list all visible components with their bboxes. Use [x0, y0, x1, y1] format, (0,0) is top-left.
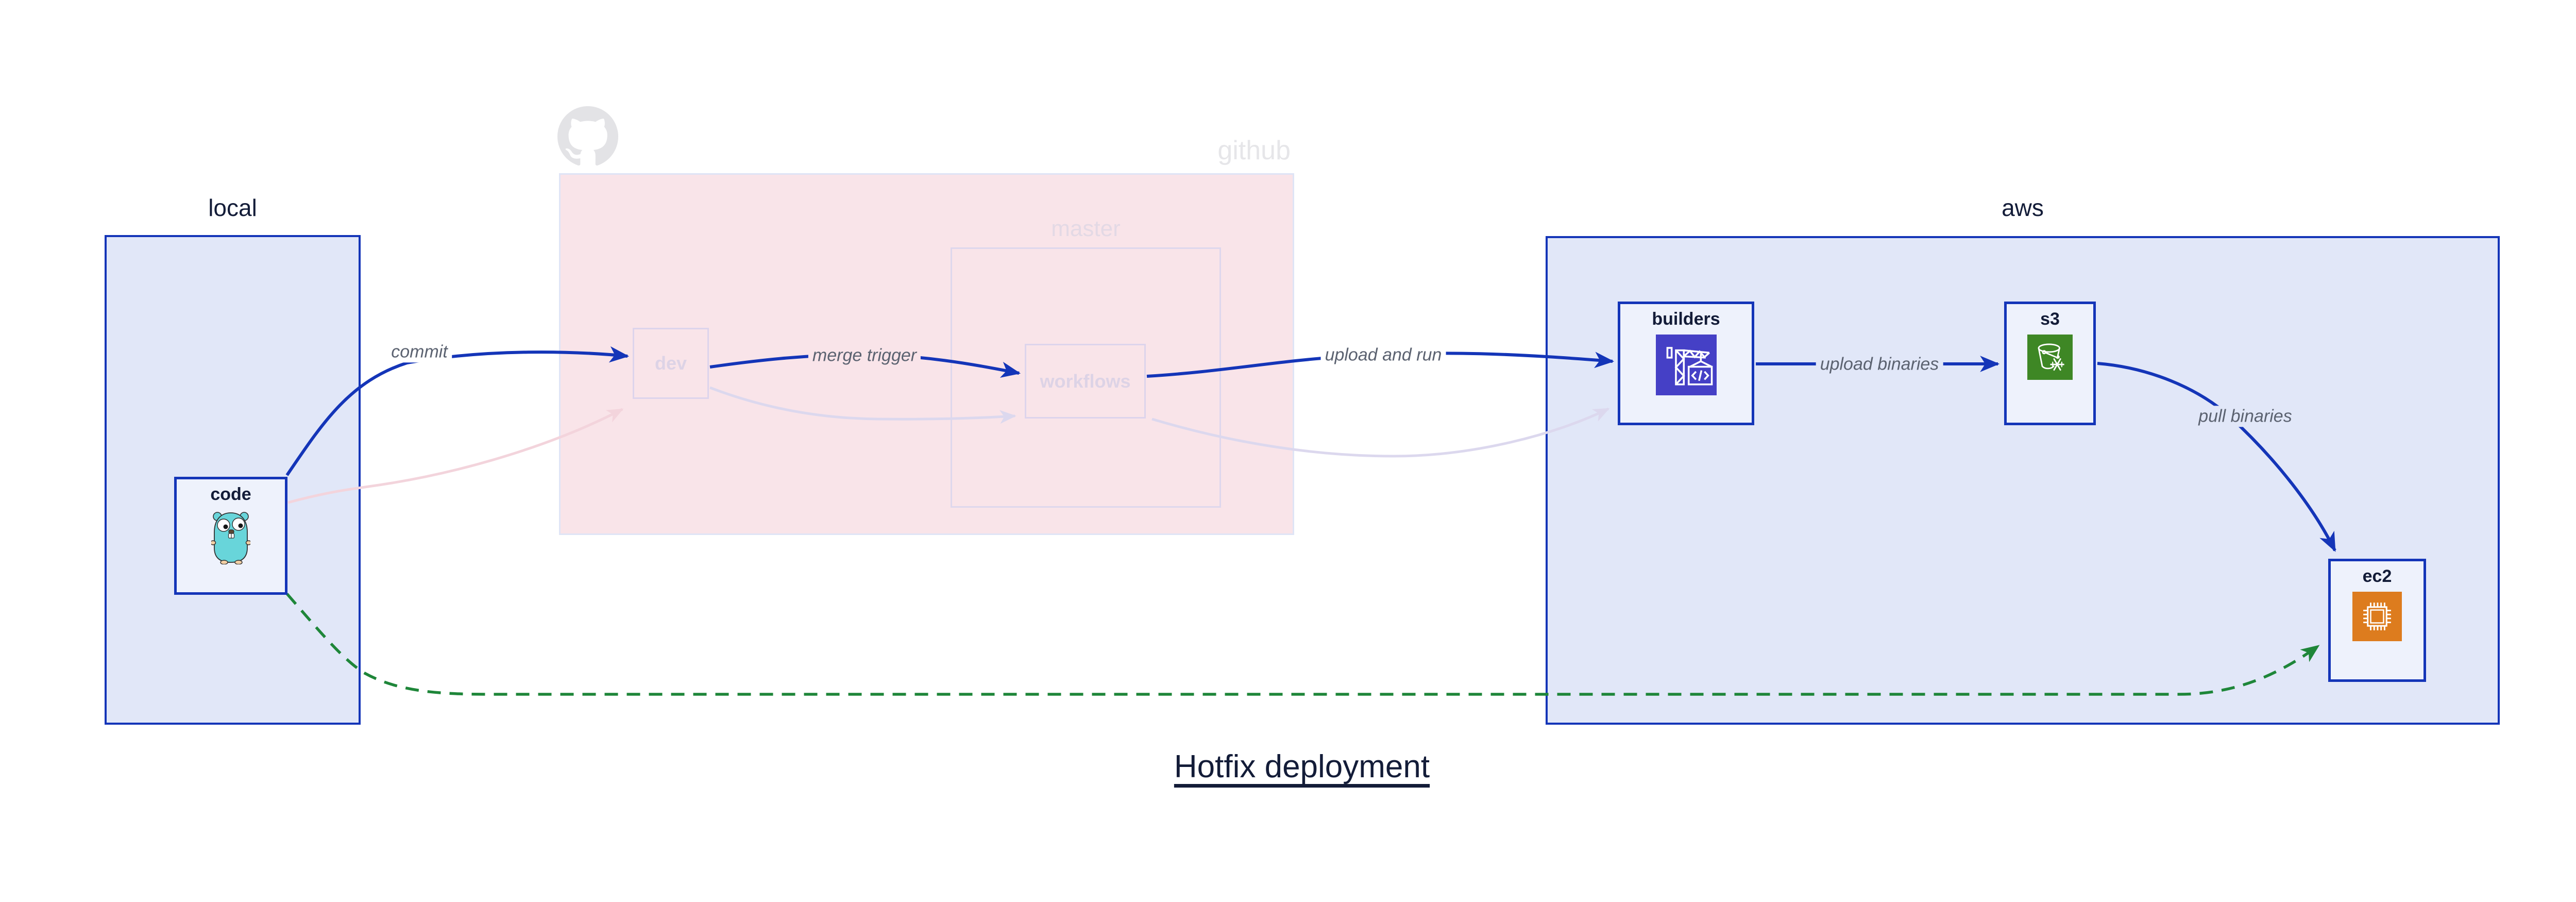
ec2-chip-icon [2352, 592, 2402, 644]
edge-label-pull-binaries: pull binaries [2194, 406, 2296, 427]
codebuild-crane-icon [1655, 335, 1717, 398]
aws-region-label: aws [2002, 194, 2044, 221]
node-dev: dev [633, 328, 709, 399]
go-gopher-icon [210, 510, 252, 567]
node-ec2: ec2 [2328, 559, 2426, 682]
workflows-node-label: workflows [1040, 370, 1131, 392]
diagram-title-text: Hotfix deployment [1174, 749, 1430, 784]
github-region-label: github [1217, 136, 1291, 165]
code-node-label: code [210, 485, 251, 504]
node-code: code [174, 477, 287, 595]
node-workflows: workflows [1025, 344, 1146, 419]
node-builders: builders [1618, 302, 1754, 425]
github-octocat-icon [557, 106, 618, 170]
edge-label-upload-binaries: upload binaries [1816, 354, 1943, 375]
diagram-title: Hotfix deployment [0, 748, 2576, 785]
local-region-label: local [208, 194, 257, 221]
s3-glacier-bucket-icon [2027, 335, 2073, 382]
ec2-node-label: ec2 [2362, 566, 2392, 586]
builders-node-label: builders [1652, 309, 1720, 329]
edge-label-commit: commit [387, 341, 452, 363]
dev-node-label: dev [654, 353, 687, 374]
master-branch-label: master [1051, 216, 1121, 241]
node-s3: s3 [2004, 302, 2096, 425]
s3-node-label: s3 [2040, 309, 2060, 329]
edge-label-upload-and-run: upload and run [1320, 344, 1446, 366]
edge-label-merge-trigger: merge trigger [808, 345, 921, 366]
